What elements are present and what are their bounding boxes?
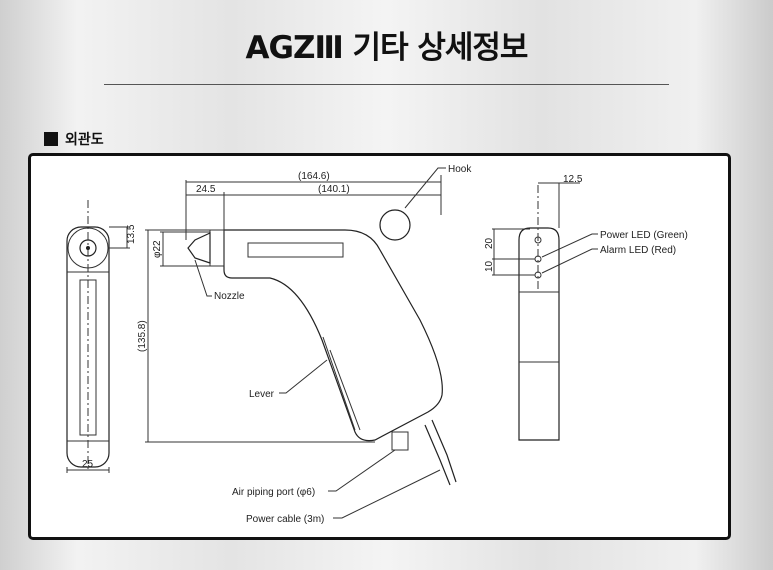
label-lever: Lever (249, 389, 275, 400)
label-nozzle: Nozzle (214, 291, 245, 302)
label-power-led: Power LED (Green) (600, 230, 688, 241)
front-view: 13.5 25 (66, 200, 137, 473)
section-heading: 외관도 (44, 129, 104, 149)
label-alarm-led: Alarm LED (Red) (600, 245, 676, 256)
label-air-piping-port: Air piping port (φ6) (232, 487, 315, 498)
dim-nozzle-length: 24.5 (196, 184, 216, 195)
dim-front-width: 25 (82, 459, 94, 470)
dim-height: (135.8) (137, 320, 148, 352)
dim-led-spacing-2: 10 (484, 260, 495, 272)
dim-led-spacing-1: 20 (484, 237, 495, 249)
page-title: AGZⅢ 기타 상세정보 (245, 30, 529, 66)
dim-rear-offset: 12.5 (563, 174, 583, 185)
side-view: (164.6) (140.1) 24.5 φ22 (135.8) Hook No… (137, 164, 472, 525)
label-power-cable: Power cable (3m) (246, 514, 324, 525)
title-divider (104, 84, 669, 85)
section-label: 외관도 (65, 132, 104, 148)
drawing-frame (28, 153, 731, 540)
dim-front-offset: 13.5 (126, 224, 137, 244)
rear-view: 12.5 20 10 Power LED (Green) Alarm LED (… (484, 174, 688, 441)
square-bullet-icon (44, 132, 58, 146)
dim-overall-length: (164.6) (298, 171, 330, 182)
label-hook: Hook (448, 164, 472, 175)
dim-body-length: (140.1) (318, 184, 350, 195)
dim-nozzle-diameter: φ22 (152, 240, 163, 258)
